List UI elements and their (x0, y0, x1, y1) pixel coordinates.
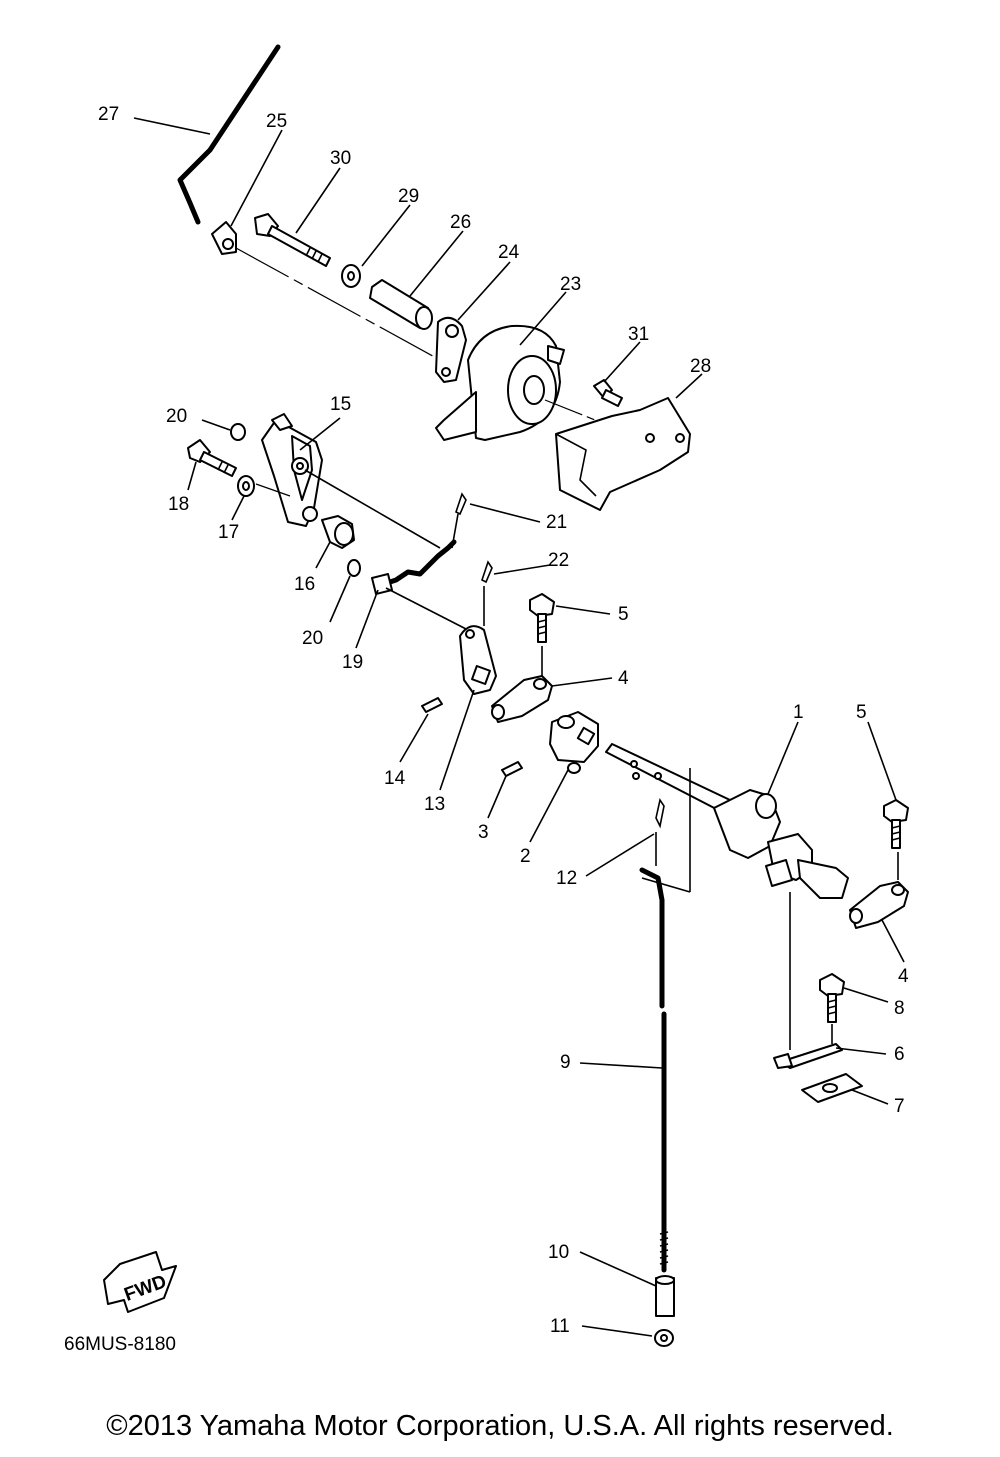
callout-27: 27 (98, 104, 119, 125)
callout-5-upper: 5 (618, 604, 629, 625)
callout-24: 24 (498, 242, 520, 263)
part-7-plate (801, 1073, 863, 1103)
part-20-washer-top (230, 423, 246, 441)
callout-4-right: 4 (898, 966, 909, 987)
callout-3: 3 (478, 822, 489, 843)
drawing-code: 66MUS-8180 (64, 1334, 176, 1355)
callout-21: 21 (546, 512, 567, 533)
callout-25: 25 (266, 111, 287, 132)
callout-31: 31 (628, 324, 649, 345)
callout-5-right: 5 (856, 702, 867, 723)
part-15-lever (261, 413, 323, 527)
callout-7: 7 (894, 1096, 905, 1117)
part-4-clamp-upper (491, 675, 553, 723)
callout-15: 15 (330, 394, 351, 415)
callout-16: 16 (294, 574, 315, 595)
callout-13: 13 (424, 794, 445, 815)
part-24-link (435, 316, 467, 383)
part-31-screw (593, 379, 623, 407)
part-2-collar (549, 711, 599, 774)
callout-29: 29 (398, 186, 419, 207)
part-14-pin (421, 697, 443, 713)
part-27-rod (177, 44, 281, 225)
part-5-bolt-right (883, 799, 909, 849)
part-11-nut (654, 1329, 674, 1347)
fwd-arrow-icon: FWD (103, 1251, 177, 1313)
callout-30: 30 (330, 148, 351, 169)
part-23-drum (435, 324, 565, 441)
callout-28: 28 (690, 356, 711, 377)
part-3-pin (501, 761, 523, 777)
callout-20-top: 20 (166, 406, 187, 427)
callout-23: 23 (560, 274, 581, 295)
callout-20-lower: 20 (302, 628, 323, 649)
part-13-lever (459, 625, 497, 695)
part-28-bracket (555, 397, 691, 511)
part-8-bolt (819, 973, 845, 1023)
callout-19: 19 (342, 652, 363, 673)
callout-10: 10 (548, 1242, 569, 1263)
callout-14: 14 (384, 768, 406, 789)
callout-2: 2 (520, 846, 531, 867)
callout-12: 12 (556, 868, 577, 889)
callout-18: 18 (168, 494, 189, 515)
part-22-clip (481, 560, 493, 584)
callout-11: 11 (550, 1316, 570, 1337)
part-4-clamp-right (849, 881, 909, 929)
callout-4-upper: 4 (618, 668, 629, 689)
part-10-sleeve (655, 1275, 675, 1317)
callout-8: 8 (894, 998, 905, 1019)
callout-1: 1 (793, 702, 804, 723)
part-18-bolt (187, 439, 237, 477)
part-20-washer-lower (347, 559, 361, 577)
part-6-plate (773, 1043, 843, 1069)
part-9-rod (639, 867, 669, 1273)
part-16-bushing (321, 515, 355, 549)
part-26-sleeve (369, 279, 433, 330)
callout-9: 9 (560, 1052, 571, 1073)
callout-17: 17 (218, 522, 239, 543)
callout-26: 26 (450, 212, 471, 233)
part-25-clip (211, 221, 237, 255)
part-30-bolt (254, 213, 331, 267)
part-1-shift-shaft (605, 743, 849, 899)
copyright-notice: ©2013 Yamaha Motor Corporation, U.S.A. A… (106, 1410, 894, 1442)
part-12-clip (655, 797, 665, 829)
callout-6: 6 (894, 1044, 905, 1065)
part-5-bolt-upper (529, 593, 555, 643)
part-21-clip (455, 492, 467, 516)
callout-22: 22 (548, 550, 569, 571)
